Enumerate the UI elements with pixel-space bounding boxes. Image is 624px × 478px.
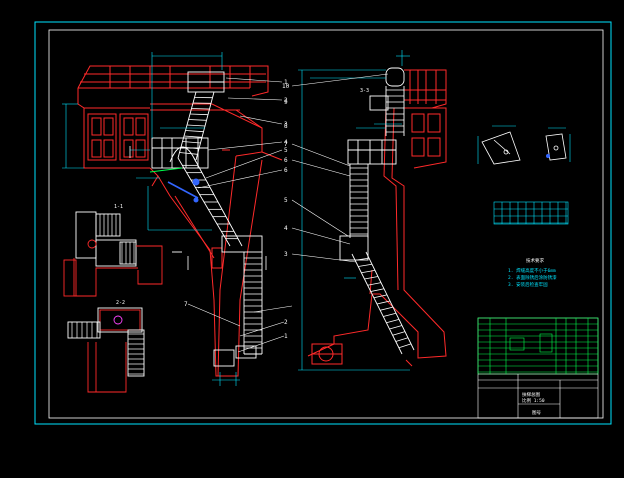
section-2-label: 2-2 bbox=[116, 300, 125, 306]
ladder-rung bbox=[189, 113, 209, 116]
note-1: 1. 焊缝高度不小于6mm bbox=[508, 267, 556, 274]
part-number-6: 6 bbox=[284, 157, 288, 164]
note-2: 2. 表面除锈后涂防锈漆 bbox=[508, 274, 557, 281]
ladder-rung bbox=[376, 300, 391, 305]
section-markers bbox=[129, 146, 267, 270]
ladder-rung bbox=[398, 343, 412, 349]
part-number-9: 9 bbox=[284, 99, 288, 106]
part-number-5: 5 bbox=[284, 197, 288, 204]
ladder-rung bbox=[373, 294, 388, 299]
title-block-text: 扶梯总图 比例 1:50 图号 bbox=[522, 391, 545, 416]
detail-view-a bbox=[481, 131, 521, 165]
detail-view-a-dims bbox=[477, 125, 516, 164]
part-number-4: 4 bbox=[284, 225, 288, 232]
ladder-rung bbox=[364, 276, 379, 280]
part-number-7: 7 bbox=[284, 141, 288, 148]
left-part-number-6: 6 bbox=[284, 167, 288, 174]
right-leader-lines bbox=[253, 73, 389, 313]
ladder-rung bbox=[180, 146, 200, 150]
outer-frame bbox=[34, 21, 612, 425]
part-number-3: 3 bbox=[284, 251, 288, 258]
ladder-rung bbox=[191, 108, 210, 110]
ladder-rung bbox=[370, 288, 385, 292]
section-3-label: 3-3 bbox=[360, 88, 369, 94]
detail-view-b bbox=[545, 133, 567, 161]
ladder-rung bbox=[380, 306, 394, 311]
technical-notes: 技术要求 1. 焊缝高度不小于6mm 2. 表面除锈后涂防锈漆 3. 安装后检查… bbox=[508, 257, 557, 288]
ladder-rung bbox=[185, 130, 204, 133]
section-view-2 bbox=[67, 307, 145, 393]
left-part-number-2: 2 bbox=[284, 97, 288, 104]
part-number-8: 8 bbox=[284, 123, 288, 130]
ladder-rung bbox=[182, 141, 201, 144]
ladder-rung bbox=[355, 257, 370, 261]
left-elevation-structure bbox=[77, 65, 283, 377]
drawing-scale: 比例 1:50 bbox=[522, 397, 545, 404]
ladder-rung bbox=[383, 312, 397, 317]
drawing-title: 扶梯总图 bbox=[522, 391, 540, 398]
section-view-1 bbox=[63, 211, 182, 297]
right-ladder-rungs bbox=[350, 89, 412, 349]
section-2-rungs bbox=[71, 322, 144, 375]
part-number-10: 10 bbox=[282, 83, 290, 90]
ladder-rung bbox=[186, 124, 206, 127]
section-1-rungs bbox=[99, 214, 135, 264]
left-part-number-5: 5 bbox=[284, 147, 288, 154]
part-number-1: 1 bbox=[284, 333, 288, 340]
left-dimensions bbox=[62, 52, 240, 386]
left-ladder-rungs bbox=[179, 91, 262, 349]
ladder-rung bbox=[367, 282, 382, 286]
ladder-rung bbox=[386, 318, 400, 324]
ladder-rung bbox=[183, 135, 203, 138]
right-dimensions bbox=[298, 50, 410, 371]
ladder-rung bbox=[395, 337, 409, 342]
notes-title: 技术要求 bbox=[526, 257, 544, 264]
section-1-label: 1-1 bbox=[114, 204, 123, 210]
left-part-number-7: 7 bbox=[184, 301, 188, 308]
left-part-numbers: 1 2 3 4 5 6 7 bbox=[184, 79, 288, 308]
left-accents bbox=[149, 167, 200, 203]
ladder-rung bbox=[361, 269, 376, 274]
detail-view-b-dims bbox=[548, 127, 571, 162]
right-ladders bbox=[339, 67, 415, 355]
ladder-rung bbox=[389, 325, 403, 330]
left-leader-lines bbox=[187, 77, 285, 353]
ladder-rung bbox=[358, 263, 373, 267]
ladder-rung bbox=[188, 119, 207, 121]
title-block bbox=[477, 317, 599, 419]
right-part-numbers: 10 9 8 7 6 5 4 3 2 1 bbox=[282, 83, 290, 340]
left-part-number-4: 4 bbox=[284, 139, 288, 146]
note-3: 3. 安装后检查牢固 bbox=[508, 281, 548, 288]
ladder-rung bbox=[392, 331, 406, 336]
inner-frame bbox=[48, 29, 604, 419]
part-number-2: 2 bbox=[284, 319, 288, 326]
right-elevation-structure bbox=[307, 69, 447, 367]
left-part-number-3: 3 bbox=[284, 121, 288, 128]
ladder-rung bbox=[179, 152, 198, 155]
material-table bbox=[493, 201, 569, 225]
left-part-number-1: 1 bbox=[284, 79, 288, 86]
drawing-code: 图号 bbox=[532, 410, 541, 416]
